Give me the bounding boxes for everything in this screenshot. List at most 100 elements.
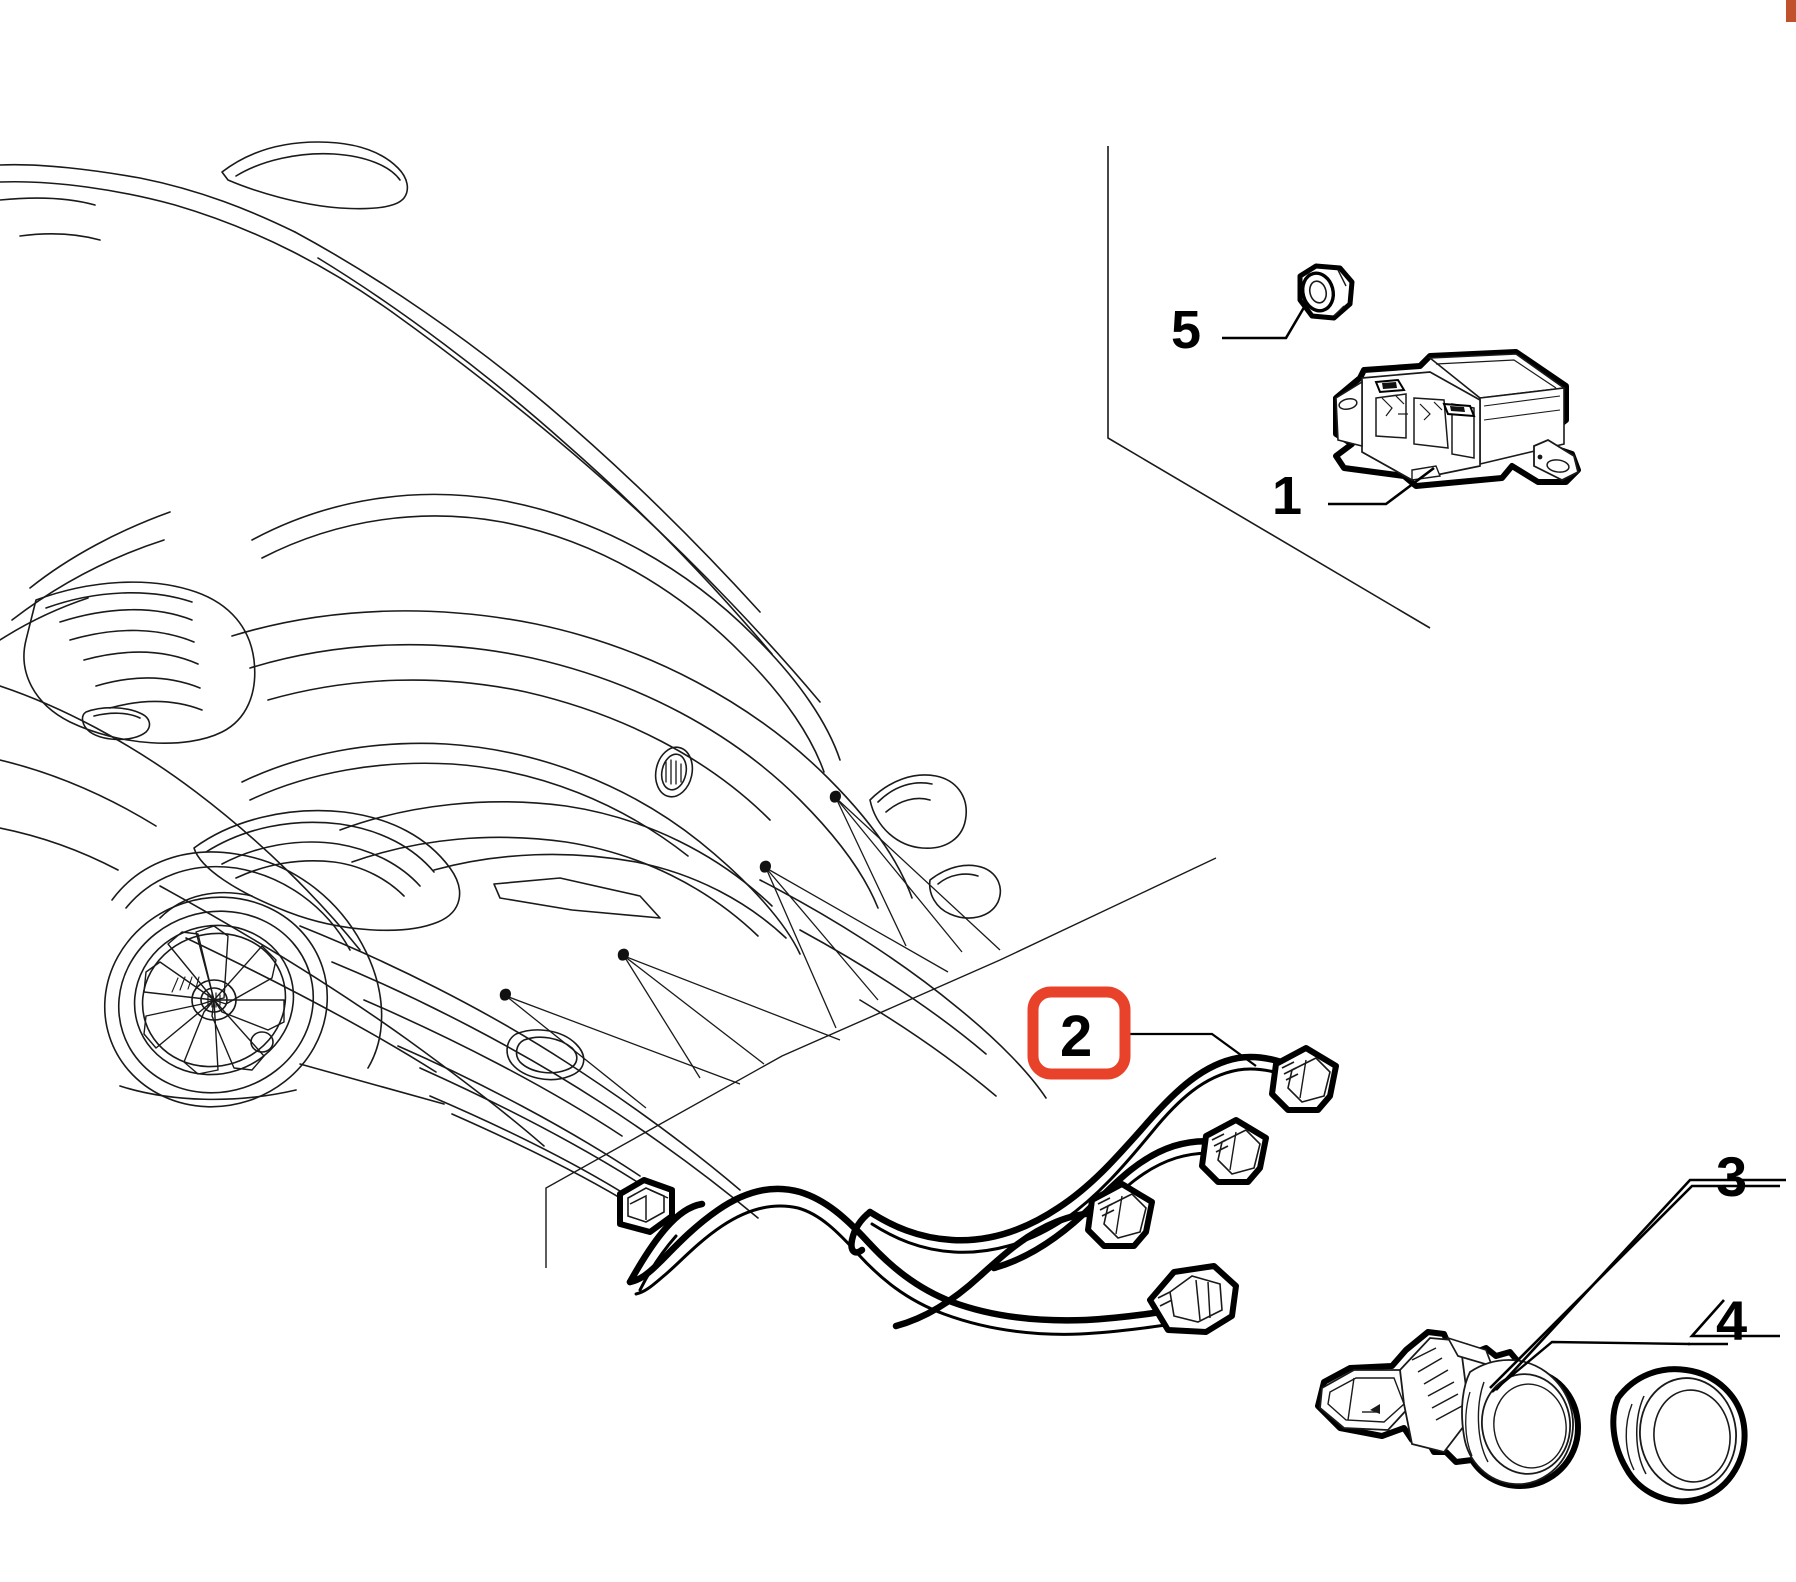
ecu-group-frame: [1107, 146, 1431, 629]
retaining-ring-wall: [1636, 1395, 1647, 1475]
bumper-face-low: [363, 999, 623, 1137]
callout-label-5: 5: [1171, 300, 1201, 360]
wheel-hub-emblem: [207, 992, 221, 1008]
roof-front-edge: [0, 163, 296, 233]
harness-connector-lower: [1147, 1263, 1239, 1335]
wheel-lug: [250, 1031, 274, 1053]
roofline-inner: [391, 311, 821, 703]
bumper-right-lower: [859, 999, 997, 1097]
tail-light-left-hl1: [205, 821, 435, 873]
rocker-line: [0, 759, 157, 827]
leader-3: [1495, 1178, 1786, 1391]
door-handle-crease: [93, 712, 141, 719]
license-plate-lower: [433, 853, 787, 939]
bumper-face-mid: [331, 961, 759, 1219]
sensor-head-shading: [1477, 1381, 1489, 1463]
roof-to-c-pillar: [294, 231, 761, 613]
diffuser-line-1: [429, 1095, 629, 1197]
hex-nut-facets: [1333, 269, 1347, 317]
ecu-left-mount-hole: [1338, 398, 1358, 410]
wheel-arch-outer: [111, 851, 383, 1069]
ecu-left-mount-ear: [1335, 380, 1363, 448]
trunk-lid-inner: [249, 643, 879, 909]
roof-drip-1: [0, 197, 96, 206]
tail-light-right-outer: [869, 774, 967, 849]
ecu-bottom-edge: [1361, 451, 1413, 481]
wheel-arch-inner: [125, 865, 351, 951]
sensor-leader-lines: [505, 797, 1001, 1109]
quarter-window-hl5: [95, 677, 201, 689]
harness-connector-mid-right: [1199, 1117, 1269, 1185]
quarter-window-hl1: [45, 592, 193, 609]
sensor-retaining-ring: [1610, 1366, 1748, 1505]
sensor-mount-markers: [499, 790, 841, 1001]
harness-branch-upper-edge: [870, 1067, 1324, 1254]
tyre-sidewall-text: [171, 976, 200, 993]
quarter-window-hl6: [109, 700, 203, 711]
rear-window-inner: [261, 515, 825, 773]
highlighted-callout-label-2: 2: [1060, 1004, 1092, 1069]
ecu-right-block-lines: [1483, 395, 1561, 421]
bumper-left-edge: [159, 885, 545, 1147]
leader-line-3: [1491, 1340, 1691, 1393]
tail-light-left-hl3: [235, 859, 405, 897]
corner-marker: [1786, 0, 1796, 22]
tail-light-right-hl2: [885, 797, 931, 813]
ecu-connector-cavity-1: [1375, 393, 1407, 439]
leader-line-5: [1222, 303, 1308, 340]
license-plate-upper: [351, 836, 759, 937]
c-pillar-edge-2: [11, 539, 165, 621]
leader-line-1: [1328, 466, 1435, 506]
quarter-window-hl2: [59, 608, 193, 623]
harness-left-tail-edge: [638, 1234, 678, 1292]
wheel-shadow: [119, 1085, 297, 1101]
door-handle: [81, 706, 151, 741]
side-glass-top: [0, 597, 89, 641]
hex-nut-part: [1297, 263, 1355, 321]
bumper-lower-valance: [397, 1045, 641, 1177]
ecu-top-crease: [1435, 359, 1557, 389]
ecu-connector-cavity-2: [1413, 397, 1449, 449]
rear-panel-top: [339, 801, 773, 907]
fiat-emblem-inner: [660, 753, 688, 791]
ecu-latch-slot-2: [1450, 406, 1465, 412]
shark-fin-antenna-crease: [235, 152, 401, 181]
alloy-wheel-spokes: [143, 925, 285, 1075]
rim-outer: [133, 924, 295, 1076]
bumper-face-top: [299, 925, 741, 1191]
quarter-window-hl3: [69, 629, 195, 643]
leader-line-2: [1128, 1032, 1257, 1067]
harness-branch-upper: [866, 1053, 1324, 1244]
sensor-membrane: [1493, 1383, 1567, 1469]
retaining-ring-bore: [1653, 1389, 1731, 1483]
roofline-inner-2: [317, 257, 773, 655]
rear-window-top: [251, 493, 841, 761]
roof-line-2: [0, 180, 393, 313]
lower-sill-shadow: [299, 1063, 445, 1105]
decklid-lower-edge: [241, 742, 801, 955]
bumper-crease-1: [185, 937, 437, 1073]
tail-light-right-hl1: [877, 782, 933, 803]
highlight-box-2[interactable]: [1027, 986, 1131, 1080]
hex-nut-thread-bore: [1308, 280, 1328, 304]
bumper-right-crease: [799, 929, 987, 1055]
callout-label-1: 1: [1272, 466, 1302, 526]
callout-leader-lines: [1495, 1178, 1786, 1391]
trunk-lid-top: [231, 610, 913, 899]
bumper-lower-valance-2: [419, 1067, 657, 1195]
reflector-right: [928, 864, 1002, 919]
parking-ecu-module: [1333, 349, 1581, 489]
callout-label-3: 3: [1716, 1145, 1747, 1208]
harness-connector-upper-right: [1269, 1045, 1339, 1113]
reflector-right-hl: [937, 873, 979, 885]
sensor-plug-divider: [1347, 1377, 1355, 1421]
harness-left-tail: [626, 1200, 706, 1286]
tyre-outer: [103, 896, 329, 1108]
ecu-pin-detail: [1381, 395, 1443, 421]
wheel-arch-lip: [159, 891, 253, 919]
decklid-lower-edge-2: [249, 762, 689, 857]
ultrasonic-parking-sensor: [1315, 1329, 1581, 1489]
tail-light-left-outer: [193, 809, 461, 932]
ecu-right-mount-hole: [1546, 459, 1570, 473]
